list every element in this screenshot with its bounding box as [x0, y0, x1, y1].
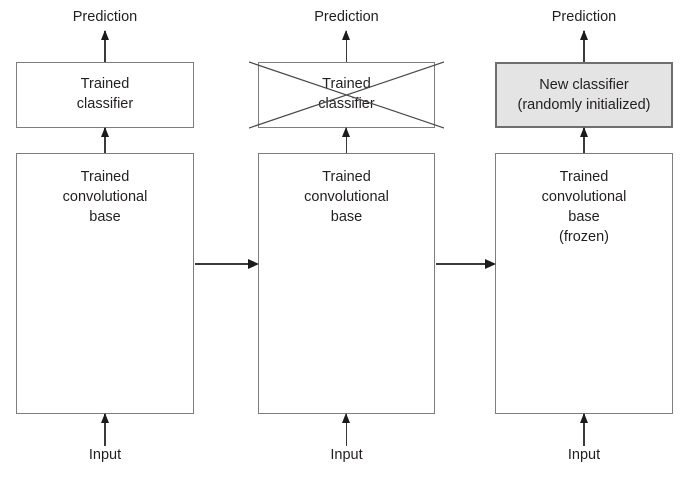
classifier-box-label: Trained classifier — [318, 76, 375, 112]
convolutional-base-box-label: Trained convolutional base — [62, 169, 148, 225]
input-label: Input — [567, 447, 601, 463]
convolutional-base-box: Trained convolutional base (frozen) — [495, 153, 673, 414]
arrow-head-up-icon — [342, 127, 350, 137]
arrow-head-right-icon — [485, 259, 496, 269]
convolutional-base-box-label: Trained convolutional base — [304, 169, 389, 225]
arrow-head-up-icon — [342, 413, 350, 423]
diagram-column-classifier-removed: Prediction Trained classifier Trained co… — [249, 0, 444, 485]
arrow-shaft — [583, 31, 585, 62]
new-classifier-box: New classifier (randomly initialized) — [495, 62, 673, 128]
arrow-shaft — [195, 263, 250, 265]
arrow-head-up-icon — [579, 30, 588, 40]
arrow-shaft — [104, 31, 106, 62]
arrow-shaft — [345, 414, 348, 446]
convolutional-base-box-label: Trained convolutional base (frozen) — [541, 169, 627, 245]
diagram-column-pretrained-network: Prediction Trained classifier Trained co… — [16, 0, 194, 485]
arrow-head-up-icon — [579, 413, 588, 423]
input-label: Input — [88, 447, 122, 463]
arrow-shaft — [104, 414, 106, 446]
arrow-shaft — [345, 128, 348, 153]
convolutional-base-box: Trained convolutional base — [16, 153, 194, 414]
arrow-shaft — [583, 414, 585, 446]
arrow-head-up-icon — [342, 30, 350, 40]
diagram-column-new-classifier-frozen-base: Prediction New classifier (randomly init… — [495, 0, 673, 485]
arrow-head-right-icon — [248, 259, 259, 269]
prediction-label: Prediction — [551, 9, 617, 25]
classifier-box: Trained classifier — [16, 62, 194, 128]
input-label: Input — [330, 447, 363, 463]
arrow-head-up-icon — [100, 30, 109, 40]
arrow-head-up-icon — [100, 413, 109, 423]
arrow-shaft — [583, 128, 585, 153]
classifier-box-label: Trained classifier — [76, 76, 134, 112]
classifier-box: Trained classifier — [258, 62, 435, 128]
arrow-head-up-icon — [579, 127, 588, 137]
arrow-head-up-icon — [100, 127, 109, 137]
convolutional-base-box: Trained convolutional base — [258, 153, 435, 414]
arrow-shaft — [345, 31, 348, 62]
arrow-shaft — [436, 263, 487, 265]
new-classifier-box-label: New classifier (randomly initialized) — [517, 77, 651, 113]
prediction-label: Prediction — [314, 9, 379, 25]
prediction-label: Prediction — [72, 9, 138, 25]
arrow-shaft — [104, 128, 106, 153]
